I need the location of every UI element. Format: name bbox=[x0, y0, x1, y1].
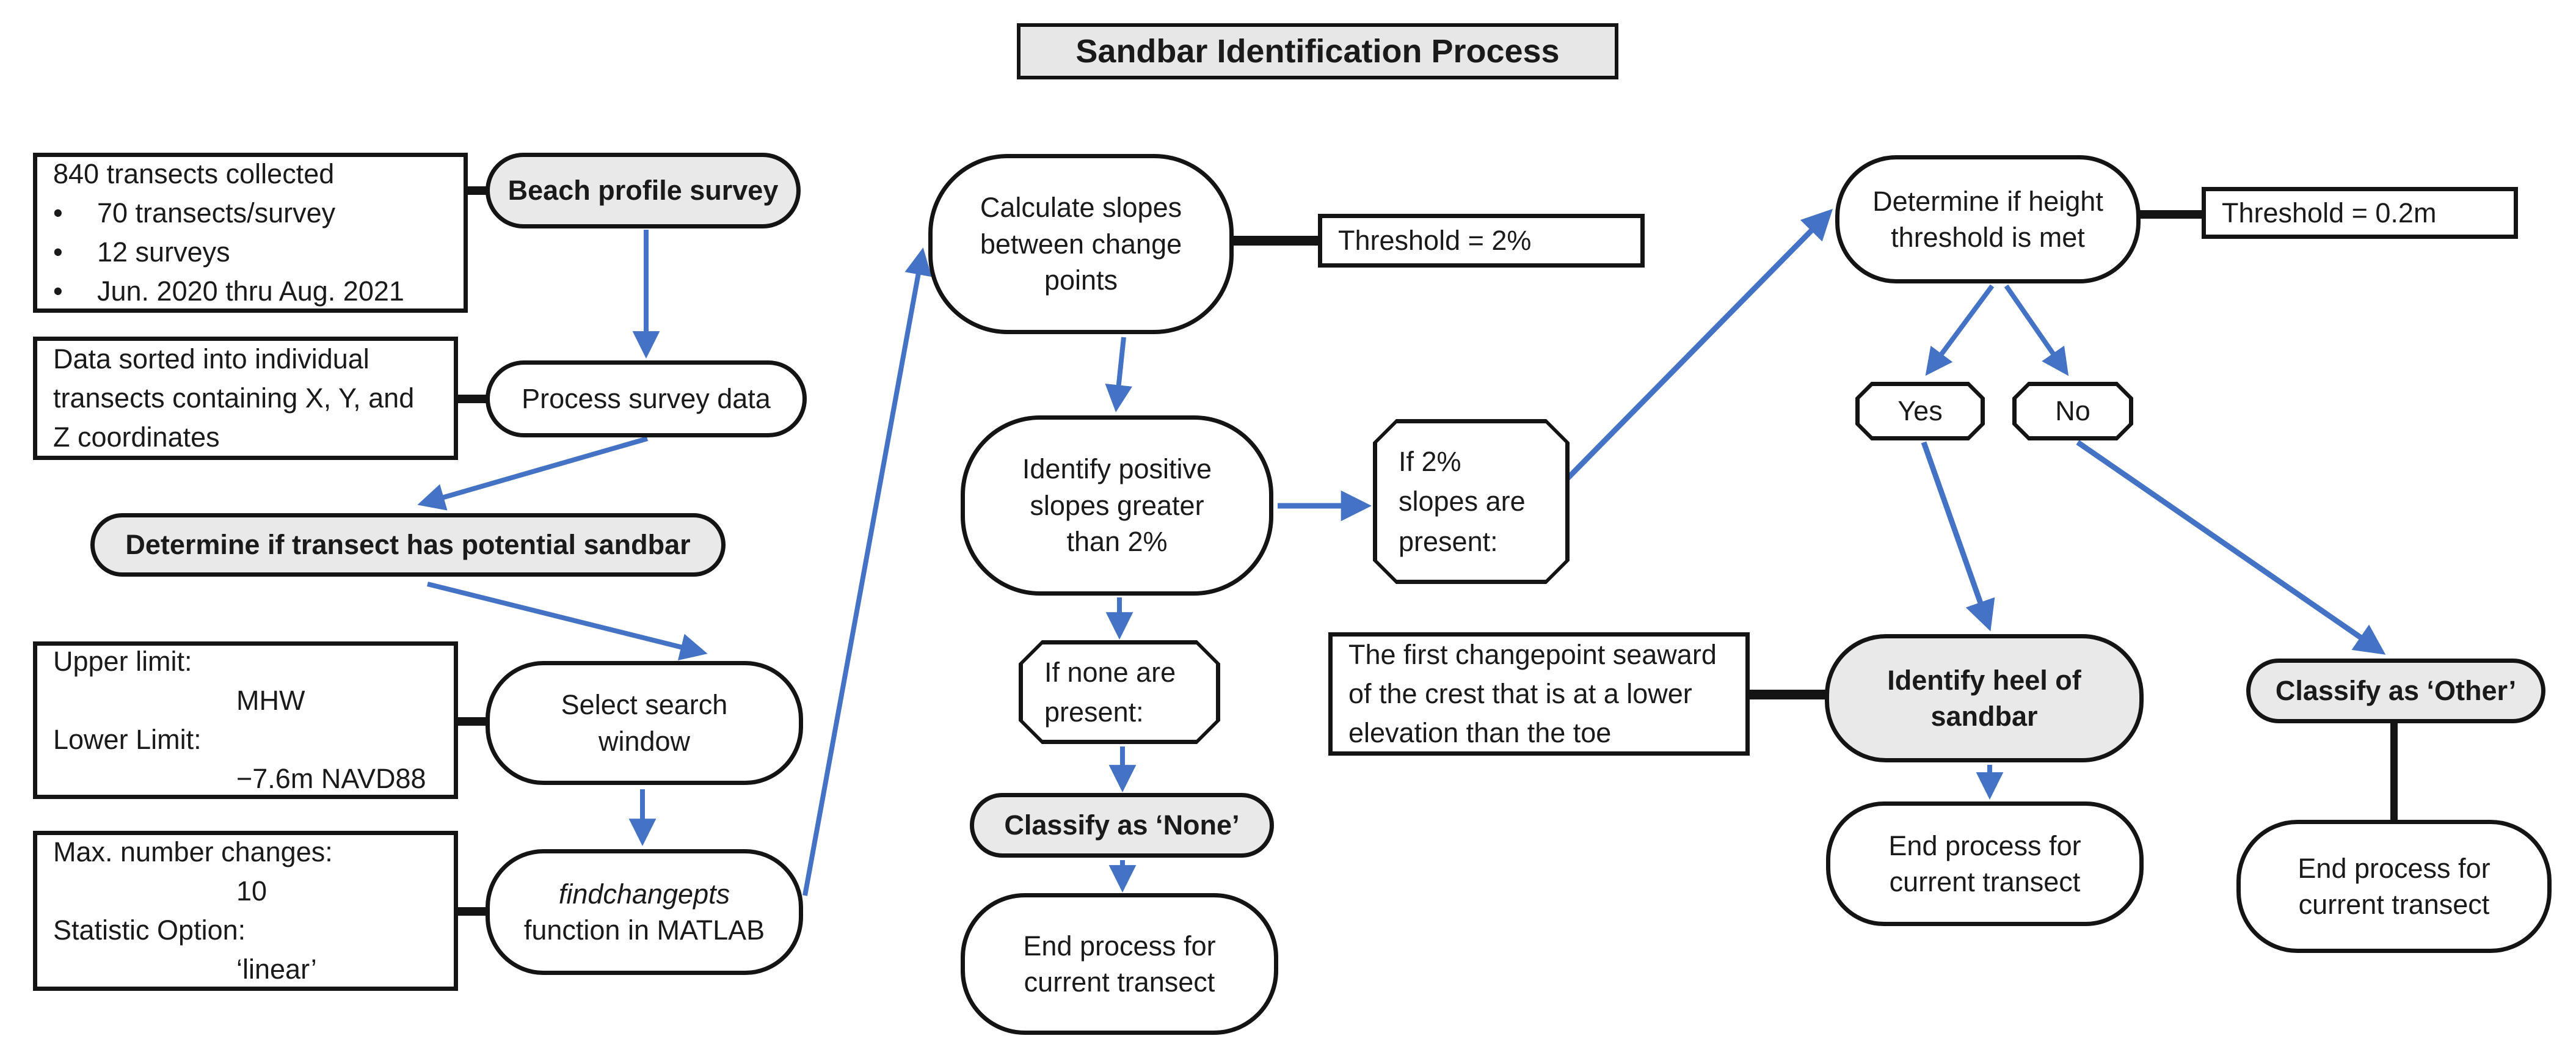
findchangepts-function-name: findchangepts bbox=[558, 878, 730, 910]
params-line-1: Max. number changes: bbox=[53, 836, 333, 868]
params-line-3: Statistic Option: bbox=[53, 914, 246, 946]
arrow-determine-to-select bbox=[427, 582, 708, 661]
node-if-none-present: If none are present: bbox=[1019, 640, 1220, 744]
note-transects-bullet-2: • 12 surveys bbox=[53, 233, 448, 272]
limits-line-3: Lower Limit: bbox=[53, 724, 202, 755]
note-search-limits: Upper limit: MHW Lower Limit: −7.6m NAVD… bbox=[33, 641, 458, 799]
node-select-search-window: Select search window bbox=[486, 661, 803, 785]
arrow-ifpresent-to-height bbox=[1559, 208, 1833, 487]
node-beach-profile-survey: Beach profile survey bbox=[486, 153, 801, 228]
arrow-height-to-yes bbox=[1925, 284, 1995, 376]
node-end-process-heel: End process for current transect bbox=[1826, 801, 2144, 926]
diagram-title: Sandbar Identification Process bbox=[1017, 23, 1618, 79]
node-if-2pct-slopes-present: If 2% slopes are present: bbox=[1373, 419, 1570, 584]
limits-line-1: Upper limit: bbox=[53, 646, 192, 677]
node-identify-heel: Identify heel of sandbar bbox=[1825, 634, 2144, 762]
bullet-icon: • bbox=[53, 197, 63, 229]
node-no: No bbox=[2012, 382, 2133, 440]
node-process-survey-data: Process survey data bbox=[486, 360, 807, 437]
bullet-icon: • bbox=[53, 275, 63, 307]
note-threshold-height: Threshold = 0.2m bbox=[2202, 187, 2518, 239]
node-determine-height-threshold: Determine if height threshold is met bbox=[1835, 155, 2141, 283]
diagram-title-text: Sandbar Identification Process bbox=[1075, 33, 1560, 70]
params-line-4: ‘linear’ bbox=[236, 953, 317, 985]
note-heel-definition: The first changepoint seaward of the cre… bbox=[1328, 632, 1750, 756]
node-calculate-slopes: Calculate slopes between change points bbox=[928, 154, 1234, 334]
arrow-calc-to-identifypos bbox=[1105, 337, 1133, 412]
params-line-2: 10 bbox=[236, 875, 267, 907]
node-identify-positive-slopes: Identify positive slopes greater than 2% bbox=[961, 415, 1273, 596]
node-determine-potential-sandbar: Determine if transect has potential sand… bbox=[90, 513, 726, 577]
arrow-process-to-determine bbox=[417, 436, 649, 511]
note-transects-title: 840 transects collected bbox=[53, 158, 335, 190]
note-transects-bullet-1: • 70 transects/survey bbox=[53, 194, 448, 233]
node-findchangepts: findchangepts function in MATLAB bbox=[486, 849, 803, 975]
node-end-process-other: End process for current transect bbox=[2236, 820, 2552, 953]
note-transects-collected: 840 transects collected • 70 transects/s… bbox=[33, 153, 468, 313]
note-findchangepts-params: Max. number changes: 10 Statistic Option… bbox=[33, 831, 458, 991]
note-transects-bullet-3: • Jun. 2020 thru Aug. 2021 bbox=[53, 272, 448, 311]
limits-line-4: −7.6m NAVD88 bbox=[236, 762, 426, 794]
arrow-findchangepts-to-calc bbox=[802, 247, 932, 896]
node-end-process-none: End process for current transect bbox=[961, 893, 1278, 1035]
findchangepts-function-desc: function in MATLAB bbox=[523, 914, 765, 946]
node-classify-none: Classify as ‘None’ bbox=[970, 793, 1274, 858]
arrow-no-to-other bbox=[2076, 440, 2386, 655]
node-yes: Yes bbox=[1855, 382, 1985, 440]
arrow-yes-to-heel bbox=[1921, 441, 1995, 632]
note-threshold-2pct: Threshold = 2% bbox=[1318, 214, 1645, 268]
bullet-icon: • bbox=[53, 236, 63, 268]
limits-line-2: MHW bbox=[236, 685, 305, 717]
note-data-sorted: Data sorted into individual transects co… bbox=[33, 337, 458, 460]
node-classify-other: Classify as ‘Other’ bbox=[2246, 659, 2545, 723]
note-data-sorted-text: Data sorted into individual transects co… bbox=[53, 343, 415, 453]
arrow-height-to-no bbox=[2004, 284, 2069, 376]
